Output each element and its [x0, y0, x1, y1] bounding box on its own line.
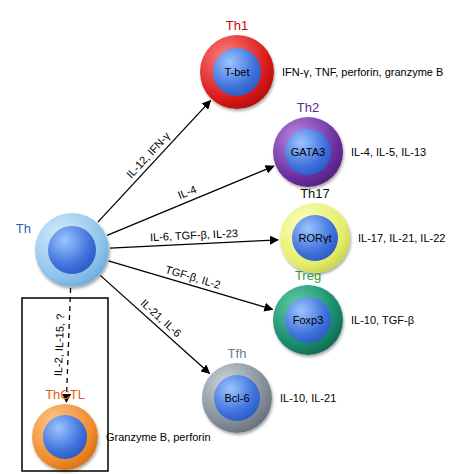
transcription-factor: GATA3	[291, 146, 325, 158]
thctl-cell: ThCTLGranzyme B, perforin	[32, 404, 98, 470]
cytokine-signal: IL-21, IL-6	[138, 296, 183, 338]
cytokine-signal: IL-12, IFN-γ	[123, 130, 171, 181]
cytokine-signal: IL-6, TGF-β, IL-23	[149, 227, 238, 243]
cytokine-list: IL-4, IL-5, IL-13	[351, 146, 426, 158]
cytokine-list: Granzyme B, perforin	[106, 431, 211, 443]
cell-name: Th2	[297, 100, 319, 115]
cytokine-list: IFN-γ, TNF, perforin, granzyme B	[282, 66, 443, 78]
treg-cell: Foxp3TregIL-10, TGF-β	[273, 285, 343, 355]
th1-cell: T-betTh1IFN-γ, TNF, perforin, granzyme B	[200, 35, 274, 109]
differentiation-arrow	[108, 261, 272, 310]
cytokine-signal: IL-2, IL-15, ?	[52, 313, 66, 376]
transcription-factor: Bcl-6	[224, 392, 249, 404]
cytokine-list: IL-10, IL-21	[280, 392, 336, 404]
dashed-arrow	[66, 288, 70, 402]
naive-th-cell: Th	[35, 213, 109, 287]
th2-cell: GATA3Th2IL-4, IL-5, IL-13	[273, 117, 343, 187]
differentiation-arrow	[98, 101, 211, 223]
differentiation-arrow	[110, 240, 278, 248]
differentiation-arrow	[100, 275, 209, 373]
transcription-factor: Foxp3	[293, 314, 324, 326]
cell-name: Th	[16, 221, 31, 236]
cell-name: Tfh	[228, 346, 247, 361]
cell-nucleus: Bcl-6	[214, 375, 260, 421]
cytokine-list: IL-10, TGF-β	[351, 314, 414, 326]
transcription-factor: T-bet	[224, 66, 249, 78]
cell-name: Treg	[295, 268, 321, 283]
transcription-factor: RORγt	[298, 232, 331, 244]
cell-name: ThCTL	[45, 387, 85, 402]
cell-nucleus	[48, 226, 97, 275]
cytokine-list: IL-17, IL-21, IL-22	[358, 232, 445, 244]
highlight-box	[22, 298, 108, 471]
th17-cell: RORγtTh17IL-17, IL-21, IL-22	[280, 203, 350, 273]
tfh-cell: Bcl-6TfhIL-10, IL-21	[202, 363, 272, 433]
cell-nucleus: T-bet	[213, 48, 262, 97]
cell-name: Th17	[300, 186, 330, 201]
cell-nucleus: RORγt	[292, 215, 338, 261]
cell-nucleus: GATA3	[285, 129, 331, 175]
cell-name: Th1	[226, 18, 248, 33]
cell-nucleus	[43, 415, 87, 459]
cell-nucleus: Foxp3	[285, 297, 331, 343]
